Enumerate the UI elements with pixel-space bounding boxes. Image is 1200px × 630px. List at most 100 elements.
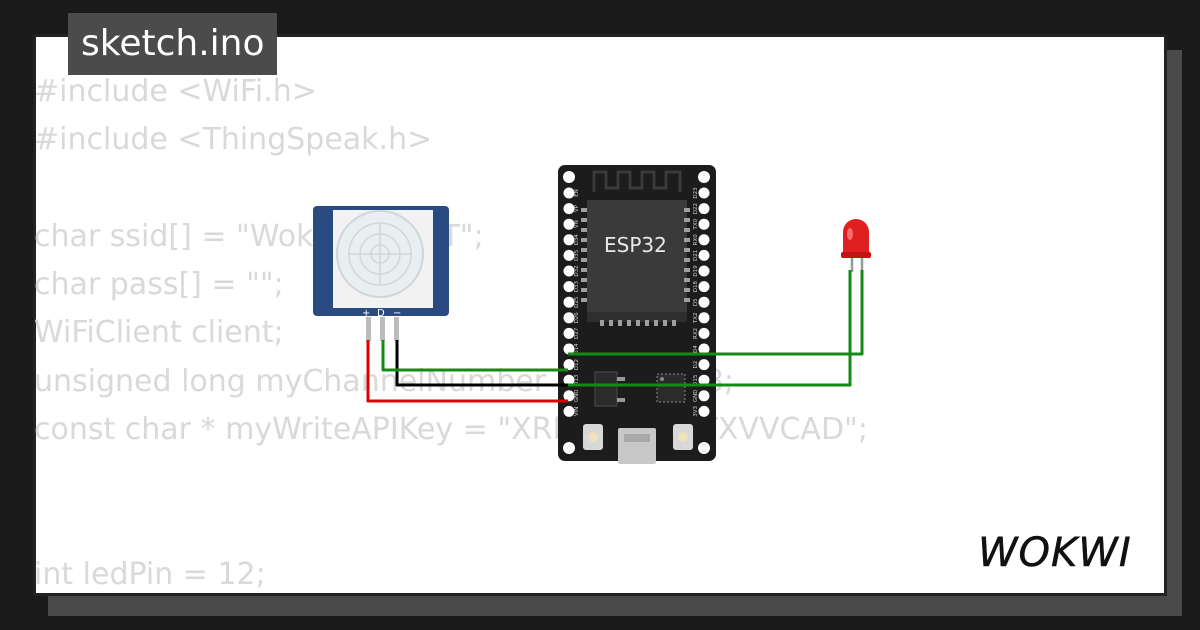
right-pin-hole[interactable] bbox=[698, 343, 710, 355]
module-pad bbox=[581, 288, 587, 292]
module-pad bbox=[636, 320, 640, 326]
left-pin-label: D32 bbox=[574, 265, 580, 276]
right-pin-label: D2 bbox=[693, 361, 699, 369]
mount-hole bbox=[563, 442, 575, 454]
left-pin-hole[interactable] bbox=[563, 359, 575, 371]
left-pin-label: D26 bbox=[574, 312, 580, 324]
module-pad bbox=[581, 268, 587, 272]
esp32-board[interactable]: ESP32 ENVPVND34D35D32D33D25D26D27D14D12D… bbox=[558, 165, 716, 464]
left-pin-hole[interactable] bbox=[563, 405, 575, 417]
left-pin-label: GND bbox=[574, 389, 580, 402]
regulator-leg bbox=[617, 398, 625, 402]
module-pad bbox=[581, 298, 587, 302]
right-pin-hole[interactable] bbox=[698, 359, 710, 371]
module-pad bbox=[581, 258, 587, 262]
module-pad bbox=[627, 320, 631, 326]
pir-sensor[interactable]: + D − bbox=[313, 206, 449, 341]
module-base bbox=[587, 312, 687, 322]
left-pin-hole[interactable] bbox=[563, 343, 575, 355]
boot-button[interactable] bbox=[673, 424, 693, 450]
right-pin-hole[interactable] bbox=[698, 405, 710, 417]
left-pin-hole[interactable] bbox=[563, 281, 575, 293]
antenna-trace bbox=[592, 170, 682, 192]
left-pin-hole[interactable] bbox=[563, 249, 575, 261]
left-pin-label: D35 bbox=[574, 249, 580, 261]
chip-dot bbox=[660, 377, 664, 381]
right-pin-label: D18 bbox=[693, 280, 699, 292]
right-pin-label: TX2 bbox=[693, 312, 699, 324]
left-pin-label: VIN bbox=[574, 407, 580, 417]
module-pad bbox=[645, 320, 649, 326]
wire-vin[interactable] bbox=[366, 340, 568, 403]
pir-pin bbox=[394, 317, 399, 341]
wire-pir-data[interactable] bbox=[381, 340, 568, 372]
module-pad bbox=[684, 248, 690, 252]
left-pin-label: VN bbox=[574, 220, 580, 228]
en-button[interactable] bbox=[583, 424, 603, 450]
code-line: #include <ThingSpeak.h> bbox=[34, 122, 433, 158]
module-pad bbox=[581, 208, 587, 212]
left-pin-label: D14 bbox=[574, 343, 580, 355]
right-pin-hole[interactable] bbox=[698, 312, 710, 324]
module-pad bbox=[684, 288, 690, 292]
left-pin-label: VP bbox=[574, 204, 580, 212]
right-pin-hole[interactable] bbox=[698, 374, 710, 386]
right-pin-hole[interactable] bbox=[698, 218, 710, 230]
pir-label-plus: + bbox=[362, 308, 370, 319]
module-pad bbox=[684, 258, 690, 262]
pir-pin bbox=[380, 317, 385, 341]
right-pin-label: RX2 bbox=[693, 328, 699, 339]
mount-hole bbox=[563, 171, 575, 183]
wokwi-logo-text: WOKWI bbox=[978, 530, 1132, 574]
left-pin-hole[interactable] bbox=[563, 374, 575, 386]
mount-hole bbox=[698, 442, 710, 454]
left-pin-hole[interactable] bbox=[563, 234, 575, 246]
left-pin-label: D27 bbox=[574, 327, 580, 339]
right-pin-label: D23 bbox=[693, 187, 699, 199]
right-pin-label: D4 bbox=[693, 345, 699, 353]
module-pad bbox=[684, 298, 690, 302]
right-pin-hole[interactable] bbox=[698, 281, 710, 293]
module-pad bbox=[663, 320, 667, 326]
right-pin-hole[interactable] bbox=[698, 296, 710, 308]
wire-led-anode[interactable] bbox=[568, 270, 864, 356]
right-pin-hole[interactable] bbox=[698, 327, 710, 339]
usb-slot bbox=[624, 434, 650, 442]
module-pad bbox=[684, 268, 690, 272]
right-pin-hole[interactable] bbox=[698, 390, 710, 402]
esp32-label: ESP32 bbox=[604, 233, 667, 257]
left-pin-hole[interactable] bbox=[563, 312, 575, 324]
left-pin-hole[interactable] bbox=[563, 203, 575, 215]
pin-labels: ENVPVND34D35D32D33D25D26D27D14D12D13GNDV… bbox=[574, 187, 699, 417]
right-pin-label: 3V3 bbox=[693, 406, 699, 417]
right-pin-label: D21 bbox=[693, 250, 699, 261]
right-pin-label: D5 bbox=[693, 298, 699, 306]
left-pin-label: D34 bbox=[574, 234, 580, 246]
left-pin-hole[interactable] bbox=[563, 265, 575, 277]
module-pad bbox=[581, 278, 587, 282]
pin-holes bbox=[563, 187, 710, 417]
left-pin-label: EN bbox=[574, 189, 580, 197]
right-pin-hole[interactable] bbox=[698, 265, 710, 277]
wire-led-cathode[interactable] bbox=[568, 270, 852, 387]
left-pin-hole[interactable] bbox=[563, 218, 575, 230]
wires bbox=[366, 270, 864, 403]
right-pin-hole[interactable] bbox=[698, 203, 710, 215]
code-line: char pass[] = ""; bbox=[34, 267, 284, 303]
left-pin-hole[interactable] bbox=[563, 187, 575, 199]
right-pin-label: D19 bbox=[693, 265, 699, 277]
red-led[interactable] bbox=[841, 219, 871, 272]
wire-gnd[interactable] bbox=[395, 340, 568, 387]
right-pin-hole[interactable] bbox=[698, 234, 710, 246]
right-pin-label: D22 bbox=[693, 203, 699, 214]
module-pad bbox=[684, 208, 690, 212]
left-pin-hole[interactable] bbox=[563, 327, 575, 339]
right-pin-hole[interactable] bbox=[698, 249, 710, 261]
module-pad bbox=[581, 218, 587, 222]
module-pad bbox=[672, 320, 676, 326]
right-pin-hole[interactable] bbox=[698, 187, 710, 199]
right-pin-label: RX0 bbox=[693, 234, 699, 246]
left-pin-hole[interactable] bbox=[563, 296, 575, 308]
module-pad bbox=[684, 218, 690, 222]
left-pin-hole[interactable] bbox=[563, 390, 575, 402]
